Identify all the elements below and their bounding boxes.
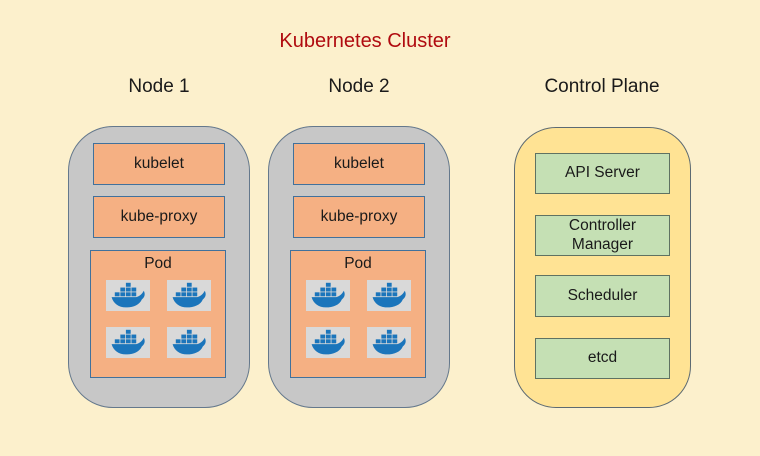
docker-container-tile: [166, 327, 211, 358]
node-2-container: kubelet kube-proxy Pod: [268, 126, 450, 408]
pod-box: Pod: [290, 250, 426, 378]
container-grid: [291, 280, 425, 358]
control-plane-container: API Server Controller Manager Scheduler …: [514, 127, 691, 408]
node-1-container: kubelet kube-proxy Pod: [68, 126, 250, 408]
diagram-title: Kubernetes Cluster: [279, 30, 451, 52]
docker-container-tile: [166, 280, 211, 311]
kube-proxy-box: kube-proxy: [293, 196, 425, 238]
node-2-header: Node 2: [328, 76, 390, 97]
api-server-box: API Server: [535, 153, 670, 194]
kubelet-box: kubelet: [93, 143, 225, 185]
docker-container-tile: [105, 327, 150, 358]
kubelet-box: kubelet: [293, 143, 425, 185]
node-1-header: Node 1: [128, 76, 190, 97]
docker-container-tile: [105, 280, 150, 311]
docker-whale-icon: [311, 329, 345, 355]
pod-box: Pod: [90, 250, 226, 378]
scheduler-box: Scheduler: [535, 275, 670, 317]
docker-container-tile: [305, 327, 350, 358]
docker-whale-icon: [372, 282, 406, 308]
docker-container-tile: [366, 327, 411, 358]
control-plane-header: Control Plane: [544, 76, 660, 97]
container-grid: [91, 280, 225, 358]
kube-proxy-box: kube-proxy: [93, 196, 225, 238]
docker-whale-icon: [372, 329, 406, 355]
docker-whale-icon: [172, 282, 206, 308]
pod-label: Pod: [344, 255, 372, 272]
docker-whale-icon: [172, 329, 206, 355]
docker-container-tile: [305, 280, 350, 311]
pod-label: Pod: [144, 255, 172, 272]
docker-whale-icon: [111, 329, 145, 355]
docker-whale-icon: [311, 282, 345, 308]
docker-container-tile: [366, 280, 411, 311]
controller-manager-box: Controller Manager: [535, 215, 670, 256]
docker-whale-icon: [111, 282, 145, 308]
etcd-box: etcd: [535, 338, 670, 379]
